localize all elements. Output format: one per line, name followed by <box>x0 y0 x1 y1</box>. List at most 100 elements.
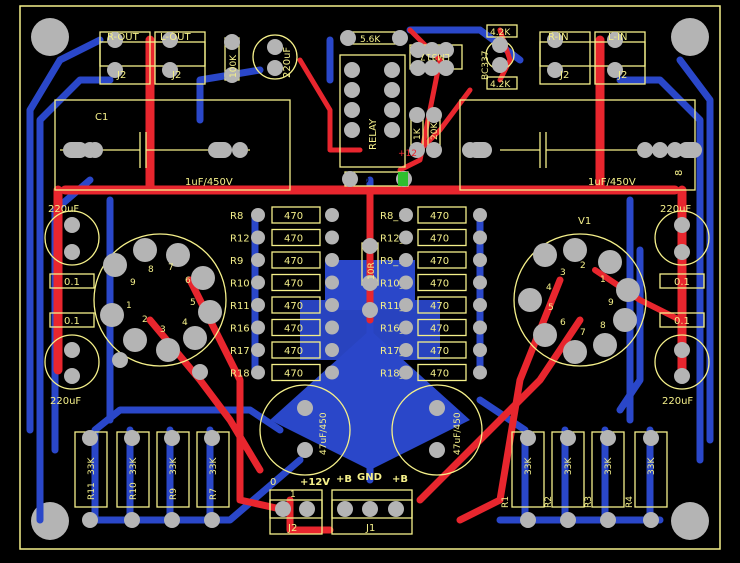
resistor-value: 470 <box>430 346 449 357</box>
tube-pin-number: 4 <box>546 283 552 293</box>
resistor-ref: R11_1 <box>380 301 411 312</box>
label-l-out: L-OUT <box>160 32 191 43</box>
label-4k2: 4.2K <box>490 80 511 90</box>
mounting-hole <box>31 18 69 56</box>
resistor-value: 470 <box>284 279 303 290</box>
label-5k6: 5.6K <box>360 35 381 45</box>
resistor-ref: R18 <box>230 369 250 380</box>
resistor-value: 470 <box>284 369 303 380</box>
label-j2: J2 <box>617 70 627 81</box>
resistor-ref: R8 <box>230 211 243 222</box>
label-lm317: LM317 <box>420 51 450 61</box>
tube-pin-number: 6 <box>185 276 191 286</box>
label-c1: C1 <box>95 112 108 123</box>
resistor-33k-label: 33K <box>129 457 139 475</box>
label-r-out: R-OUT <box>107 32 140 43</box>
label-0.1: 0.1 <box>64 277 80 288</box>
label-cap-1uf: 1uF/450V <box>185 177 233 188</box>
tube-pin-number: 3 <box>560 268 566 278</box>
label-r2: R2 <box>544 496 554 508</box>
label-j2: J2 <box>287 523 297 534</box>
label-1k: 1K <box>413 127 423 140</box>
label-0.1: 0.1 <box>64 316 80 327</box>
resistor-ref: R8_1 <box>380 211 405 222</box>
label-pin-gnd: GND <box>357 472 382 483</box>
resistor-array: 470R8470R12470R9470R10470R11470R16470R17… <box>230 206 467 382</box>
label-220uf: 220uF <box>50 396 81 407</box>
resistor-33k-label: 33K <box>209 457 219 475</box>
resistor-value: 470 <box>284 234 303 245</box>
resistor-ref: R16_1 <box>380 324 411 335</box>
label-v1: V1 <box>578 216 591 227</box>
label-47uf: 47uF/450 <box>319 412 329 455</box>
label-pin-12v: +12V <box>300 477 330 488</box>
resistor-ref: R12 <box>230 234 250 245</box>
label-j2: J2 <box>559 70 569 81</box>
tube-pin-number: 1 <box>126 301 132 311</box>
label-4k2: 4.2K <box>490 28 511 38</box>
tube-pin-number: 5 <box>190 298 196 308</box>
tube-socket-left <box>100 238 222 362</box>
tube-pin-number: 6 <box>560 318 566 328</box>
label-relay: RELAY <box>368 118 379 150</box>
resistor-33k-label: 33K <box>524 457 534 475</box>
resistor-value: 470 <box>430 324 449 335</box>
label-220uf: 220uF <box>282 47 293 78</box>
resistor-ref: R17_1 <box>380 346 411 357</box>
resistor-value: 470 <box>430 279 449 290</box>
resistor-value: 470 <box>284 346 303 357</box>
resistor-ref: R12_1 <box>380 234 411 245</box>
diode-band <box>398 172 408 186</box>
tube-pin-number: 5 <box>548 303 554 313</box>
label-220uf: 220uF <box>662 396 693 407</box>
label-bc337: BC337 <box>481 51 491 80</box>
label-100k: 100K <box>229 54 239 78</box>
tube-pin-number: 2 <box>580 261 586 271</box>
tube-pin-number: 1 <box>600 275 606 285</box>
label-pin-b: +B <box>336 474 352 485</box>
resistor-value: 470 <box>430 369 449 380</box>
resistor-value: 470 <box>430 211 449 222</box>
resistor-value: 470 <box>430 256 449 267</box>
resistor-value: 470 <box>284 301 303 312</box>
label-plus12: +12 <box>398 149 417 159</box>
board-outline <box>19 5 721 550</box>
label-pin-b: +B <box>392 474 408 485</box>
tube-socket-right <box>518 238 640 364</box>
resistor-ref: R10 <box>230 279 250 290</box>
resistor-33k-label: 33K <box>604 457 614 475</box>
label-d: D <box>362 176 369 186</box>
resistor-ref: R11 <box>230 301 250 312</box>
resistor-value: 470 <box>284 256 303 267</box>
tube-pin-number: 3 <box>160 325 166 335</box>
tube-pin-number: 7 <box>168 263 174 273</box>
resistor-ref: R10_1 <box>380 279 411 290</box>
label-0.1: 0.1 <box>674 316 690 327</box>
label-r4: R4 <box>625 496 635 508</box>
resistor-value: 470 <box>430 234 449 245</box>
tube-pin-number: 7 <box>580 328 586 338</box>
label-220uf: 220uF <box>48 204 79 215</box>
resistor-value: 470 <box>284 324 303 335</box>
resistor-33k-label: 33K <box>647 457 657 475</box>
label-20k: 20K <box>430 122 440 140</box>
label-47uf: 47uF/450 <box>453 412 463 455</box>
pads <box>63 30 702 528</box>
label-10r: 10R <box>367 262 377 280</box>
tube-pin-number: 8 <box>600 321 606 331</box>
tube-pin-number: 2 <box>142 315 148 325</box>
label-j1: J1 <box>365 523 375 534</box>
tube-pin-number: 4 <box>182 318 188 328</box>
silk-text: R-OUT L-OUT J2 J2 R-IN L-IN J2 J2 C1 1uF… <box>48 28 693 534</box>
resistor-33k-label: 33K <box>87 457 97 475</box>
mounting-hole <box>671 18 709 56</box>
resistor-ref: R16 <box>230 324 250 335</box>
label-l-in: L-IN <box>608 32 627 43</box>
label-pin-1: 1 <box>290 490 296 500</box>
resistor-value: 470 <box>284 211 303 222</box>
tube-pin-number: 9 <box>130 278 136 288</box>
tube-pin-number: 8 <box>148 265 154 275</box>
